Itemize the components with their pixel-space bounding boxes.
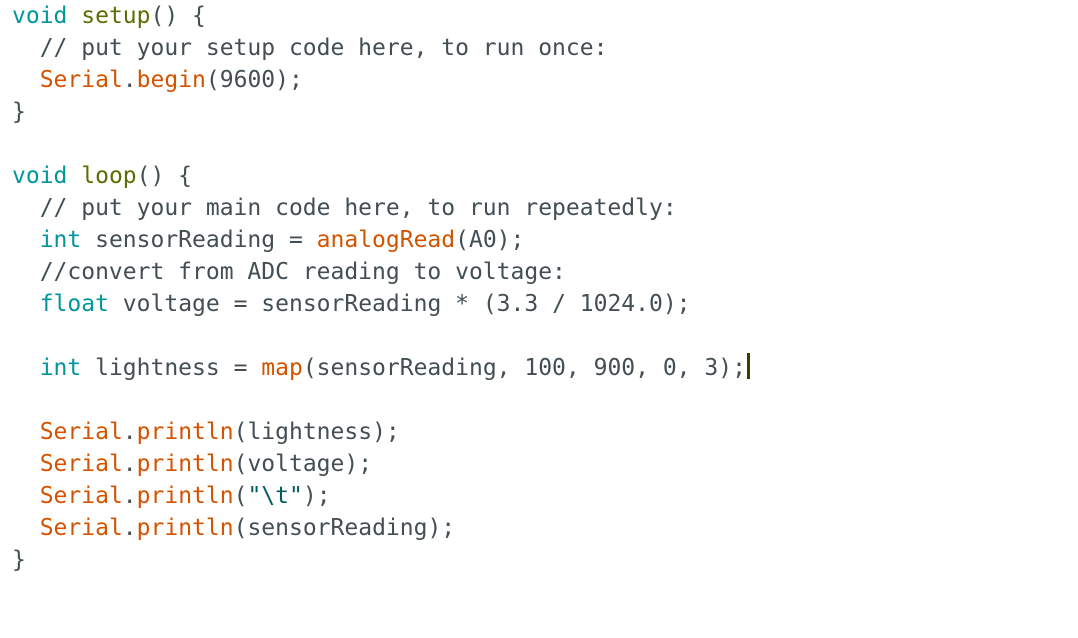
code-line[interactable]: } <box>12 96 750 128</box>
code-line[interactable]: // put your setup code here, to run once… <box>12 32 750 64</box>
code-line[interactable]: int sensorReading = analogRead(A0); <box>12 224 750 256</box>
code-token-plain: ( <box>233 483 248 509</box>
code-token-plain: . <box>122 419 137 445</box>
code-token-library-call: println <box>136 419 234 445</box>
code-line[interactable]: Serial.begin(9600); <box>12 64 750 96</box>
code-token-plain <box>67 3 81 29</box>
code-token-plain: } <box>12 99 26 125</box>
code-token-plain <box>12 355 40 381</box>
code-token-plain: } <box>12 547 26 573</box>
code-token-plain <box>12 483 40 509</box>
code-line[interactable]: Serial.println("\t"); <box>12 480 750 512</box>
code-token-plain <box>12 419 40 445</box>
code-token-plain: () { <box>136 163 193 189</box>
code-token-plain: (A0); <box>455 227 525 253</box>
code-line[interactable] <box>12 384 750 416</box>
code-token-library-call: begin <box>136 67 206 93</box>
code-line[interactable] <box>12 320 750 352</box>
code-token-plain: . <box>122 451 137 477</box>
code-token-keyword-type: void <box>12 3 68 29</box>
code-line[interactable]: int lightness = map(sensorReading, 100, … <box>12 352 750 384</box>
code-line[interactable]: Serial.println(voltage); <box>12 448 750 480</box>
code-token-library-call: Serial <box>39 483 123 509</box>
code-token-library-call: println <box>136 451 234 477</box>
code-token-plain: . <box>122 483 137 509</box>
code-token-function-name: setup <box>81 3 151 29</box>
code-token-plain <box>67 163 81 189</box>
code-token-keyword-type: int <box>39 227 82 253</box>
code-line[interactable]: //convert from ADC reading to voltage: <box>12 256 750 288</box>
code-line[interactable]: void setup() { <box>12 0 750 32</box>
code-token-plain: sensorReading = <box>81 227 317 253</box>
code-token-library-call: map <box>261 355 303 381</box>
code-token-plain: (9600); <box>205 67 303 93</box>
code-token-plain: ); <box>302 483 331 509</box>
code-token-plain <box>12 67 40 93</box>
code-token-plain: (voltage); <box>233 451 373 477</box>
code-line[interactable]: // put your main code here, to run repea… <box>12 192 750 224</box>
code-token-plain: . <box>122 515 137 541</box>
code-line[interactable] <box>12 128 750 160</box>
code-token-comment: //convert from ADC reading to voltage: <box>12 259 566 285</box>
text-cursor <box>746 353 750 379</box>
code-token-plain <box>12 291 40 317</box>
code-token-library-call: Serial <box>39 419 123 445</box>
code-line[interactable]: void loop() { <box>12 160 750 192</box>
code-token-plain: (sensorReading, 100, 900, 0, 3); <box>302 355 746 381</box>
code-token-keyword-type: int <box>39 355 82 381</box>
code-token-plain: (lightness); <box>233 419 400 445</box>
code-token-library-call: Serial <box>39 67 123 93</box>
code-line[interactable]: float voltage = sensorReading * (3.3 / 1… <box>12 288 750 320</box>
code-token-string: "\t" <box>247 483 303 509</box>
code-token-plain: (sensorReading); <box>233 515 456 541</box>
code-token-plain <box>12 451 40 477</box>
code-token-library-call: Serial <box>39 451 123 477</box>
code-line[interactable]: Serial.println(lightness); <box>12 416 750 448</box>
code-token-comment: // put your main code here, to run repea… <box>12 195 677 221</box>
code-token-keyword-type: void <box>12 163 68 189</box>
code-token-keyword-type: float <box>39 291 109 317</box>
code-token-plain: () { <box>150 3 206 29</box>
code-token-library-call: analogRead <box>316 227 456 253</box>
code-token-plain: . <box>122 67 137 93</box>
code-token-comment: // put your setup code here, to run once… <box>12 35 608 61</box>
code-token-plain <box>12 515 40 541</box>
code-line[interactable]: Serial.println(sensorReading); <box>12 512 750 544</box>
code-token-plain: lightness = <box>81 355 262 381</box>
code-token-library-call: println <box>136 515 234 541</box>
code-line[interactable]: } <box>12 544 750 576</box>
code-area[interactable]: void setup() { // put your setup code he… <box>12 0 750 576</box>
code-token-library-call: println <box>136 483 234 509</box>
code-token-plain: voltage = sensorReading * (3.3 / 1024.0)… <box>108 291 691 317</box>
code-token-function-name: loop <box>81 163 137 189</box>
code-token-library-call: Serial <box>39 515 123 541</box>
code-token-plain <box>12 227 40 253</box>
